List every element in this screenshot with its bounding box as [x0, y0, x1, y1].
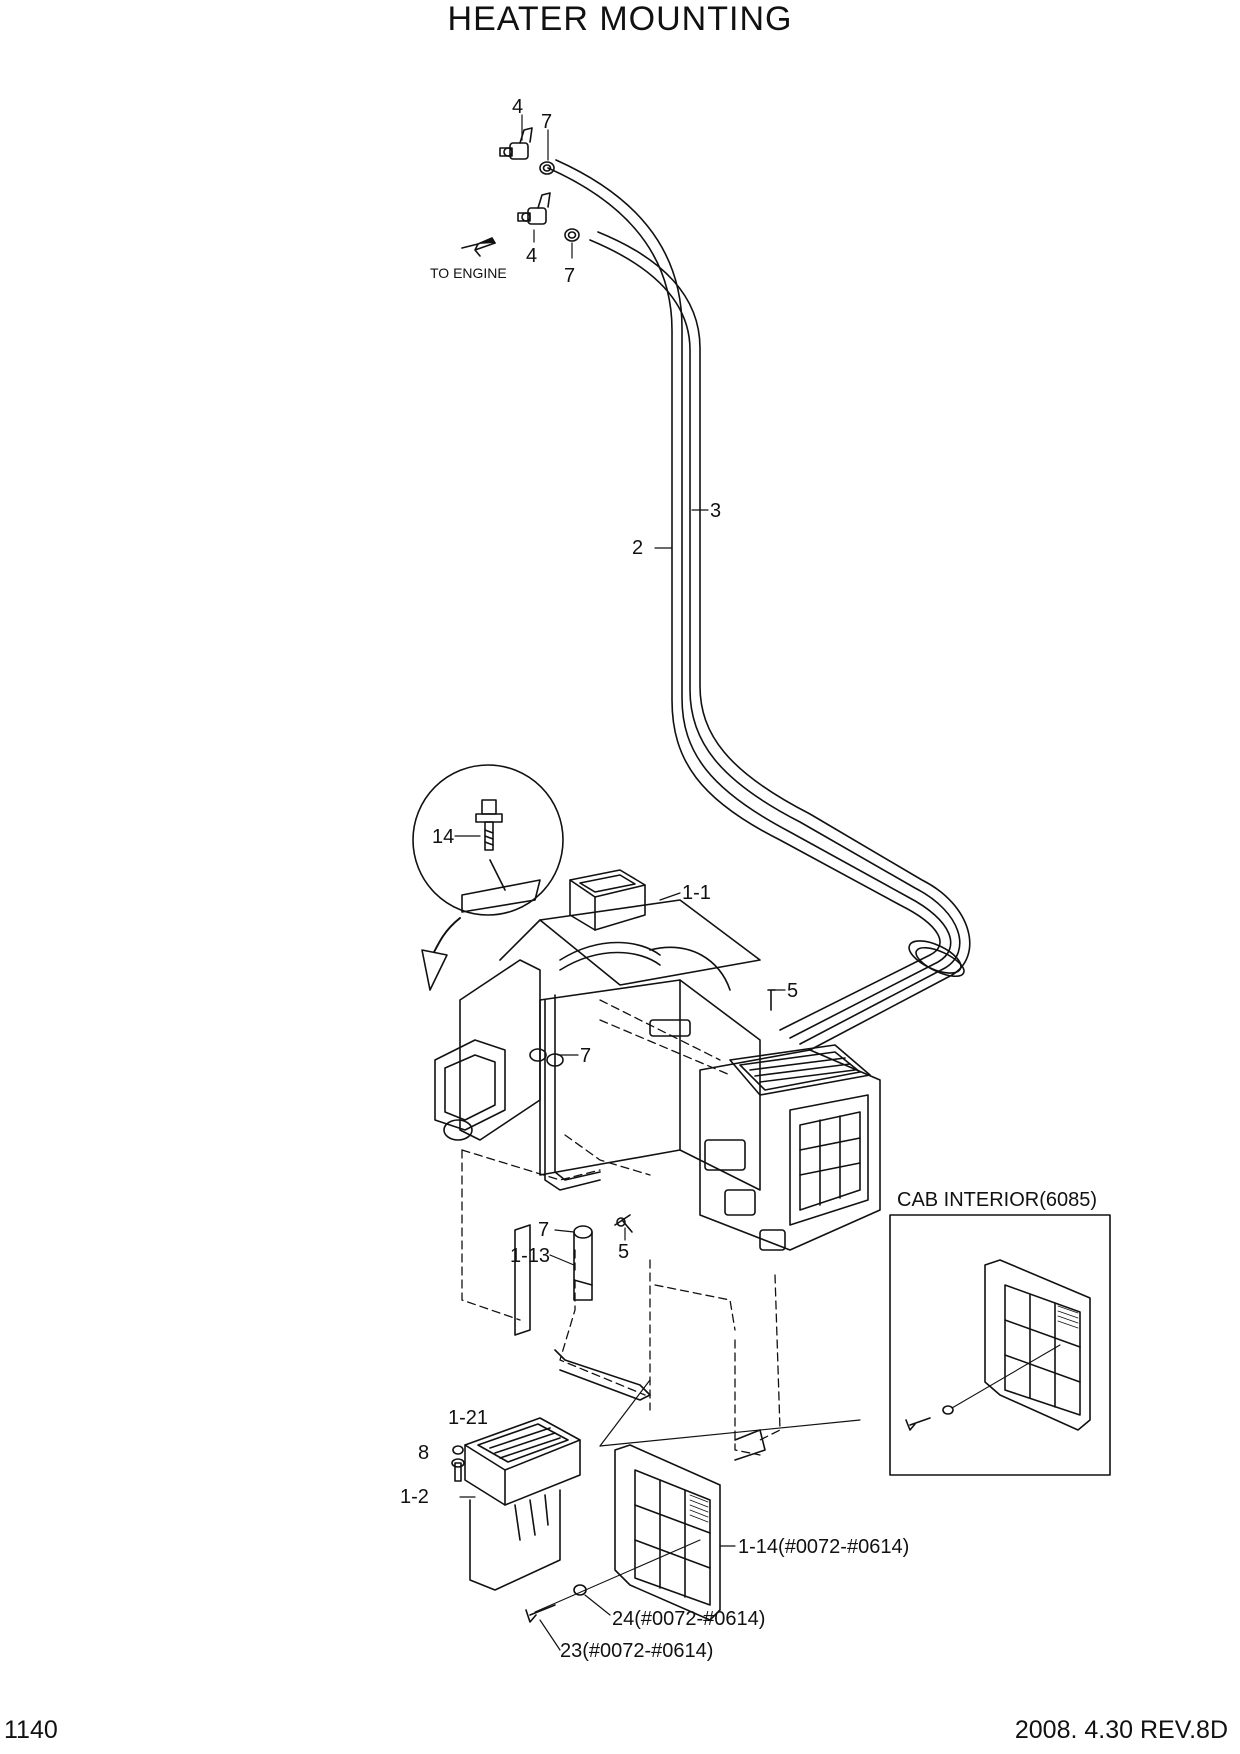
label-7-middle: 7 [580, 1045, 591, 1067]
detail-circle [412, 764, 564, 991]
callout-labels: 4 7 4 7 TO ENGINE 3 2 14 1-1 5 7 7 1-13 … [400, 96, 1097, 1662]
valve-4-lower [517, 192, 551, 225]
nut-7-upper [539, 161, 555, 175]
hose-coil [908, 940, 965, 978]
mount-bracket [514, 1224, 766, 1461]
grille-1-14 [525, 1444, 736, 1651]
label-8: 8 [418, 1442, 429, 1464]
label-24: 24(#0072-#0614) [612, 1608, 765, 1630]
label-23: 23(#0072-#0614) [560, 1640, 713, 1662]
label-14: 14 [432, 826, 454, 848]
leaders-top [521, 114, 709, 549]
label-7-upper: 7 [541, 111, 552, 133]
label-1-1: 1-1 [682, 882, 711, 904]
page-title: HEATER MOUNTING [447, 0, 793, 38]
label-5-lower: 5 [618, 1241, 629, 1263]
nut-7-lower [564, 228, 580, 242]
label-7-lower: 7 [564, 265, 575, 287]
label-1-14: 1-14(#0072-#0614) [738, 1536, 909, 1558]
hose-2 [547, 159, 952, 1039]
page-number: 1140 [4, 1716, 58, 1744]
label-7-lower-pipe: 7 [538, 1219, 549, 1241]
label-4-lower: 4 [526, 245, 537, 267]
pipe-1-13 [573, 1225, 593, 1301]
label-1-21: 1-21 [448, 1407, 488, 1429]
label-1-2: 1-2 [400, 1486, 429, 1508]
valve-4-upper [499, 127, 533, 160]
mount-dashed-lines [461, 999, 781, 1456]
control-panel [451, 1417, 581, 1591]
label-5-upper: 5 [787, 980, 798, 1002]
label-2: 2 [632, 537, 643, 559]
label-4-upper: 4 [512, 96, 523, 118]
cab-interior-inset [889, 1214, 1111, 1476]
heater-unit [434, 869, 881, 1251]
to-engine-arrow [461, 237, 496, 257]
label-to-engine: TO ENGINE [430, 265, 507, 281]
label-cab-interior: CAB INTERIOR(6085) [897, 1189, 1097, 1211]
leaders-middle [459, 892, 861, 1498]
hose-3 [589, 231, 971, 1051]
revision-date: 2008. 4.30 REV.8D [1014, 1716, 1228, 1744]
label-1-13: 1-13 [510, 1245, 550, 1267]
label-3: 3 [710, 500, 721, 522]
